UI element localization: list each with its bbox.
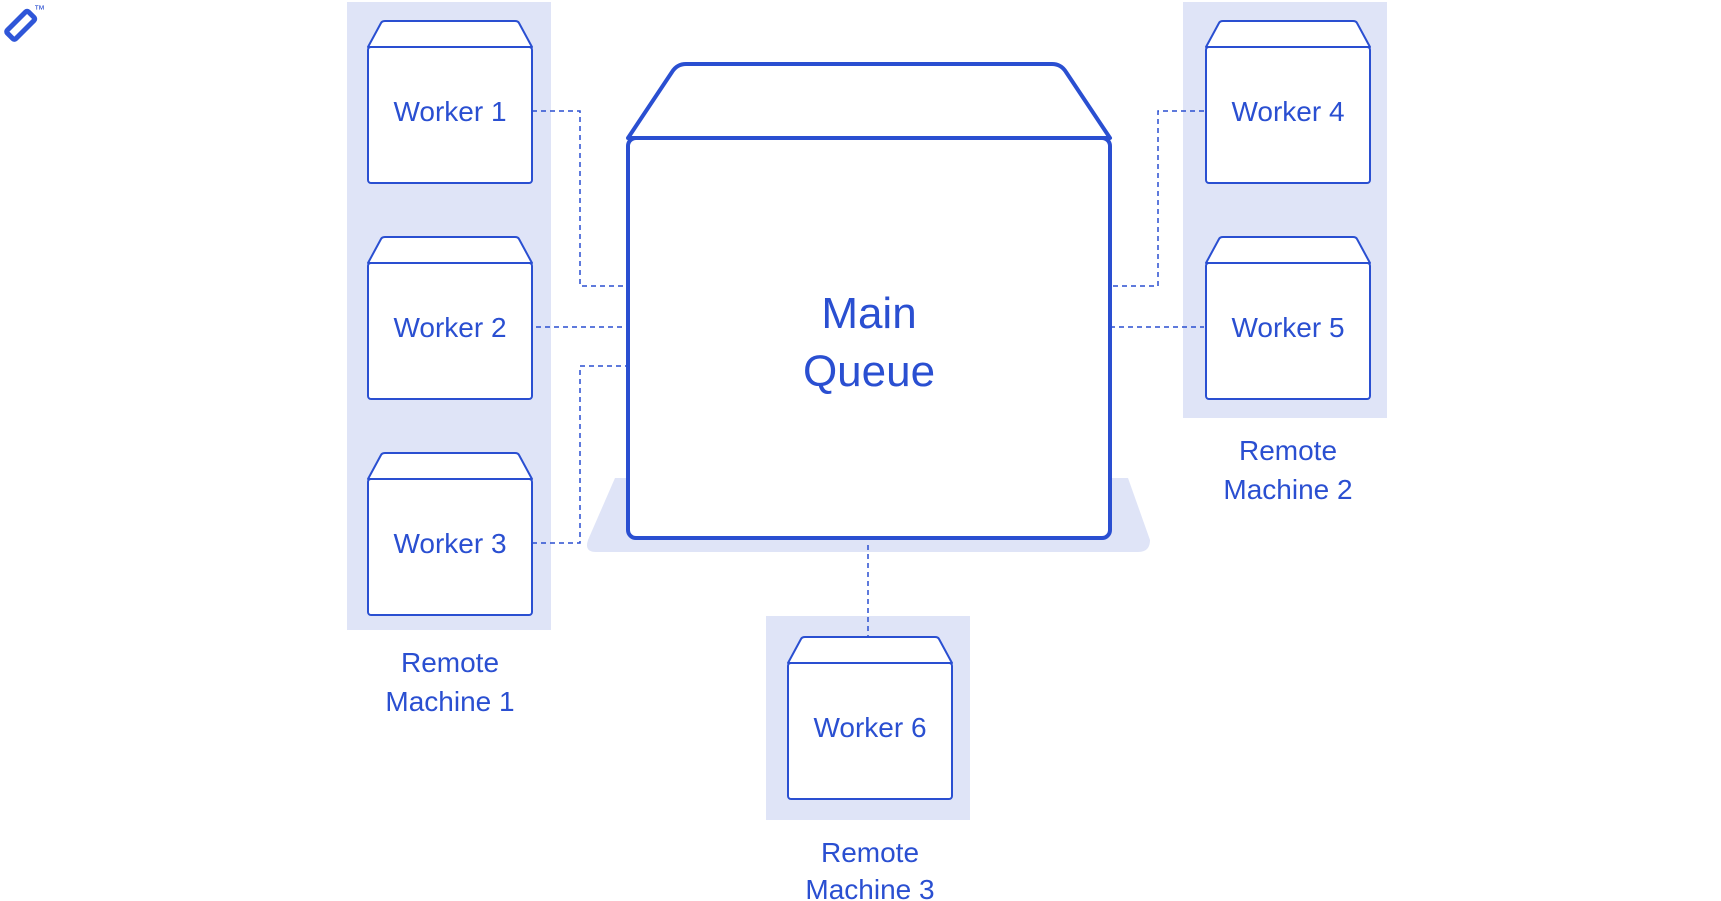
worker-6-box: [787, 636, 953, 800]
worker-6-lid: [787, 636, 953, 664]
main-queue-label-line2: Queue: [803, 347, 935, 396]
remote-machine-1-label-line1: Remote: [401, 647, 499, 678]
toptal-logo-icon: [4, 8, 38, 42]
worker-6-label: Worker 6: [813, 712, 926, 743]
worker-5-body: [1205, 262, 1371, 400]
worker-5-label: Worker 5: [1231, 312, 1344, 343]
worker-2-label: Worker 2: [393, 312, 506, 343]
connectors: [532, 110, 1204, 636]
main-queue-label-line1: Main: [821, 289, 916, 338]
remote-machine-3-label-line2: Machine 3: [805, 874, 934, 901]
worker-1-body: [367, 46, 533, 184]
main-queue-box: [626, 62, 1112, 540]
worker-3-label: Worker 3: [393, 528, 506, 559]
remote-machine-3-label-line1: Remote: [821, 837, 919, 868]
connector-worker-3: [532, 365, 627, 544]
worker-1-label: Worker 1: [393, 96, 506, 127]
worker-4-lid: [1205, 20, 1371, 48]
worker-2-body: [367, 262, 533, 400]
worker-3-body: [367, 478, 533, 616]
worker-4-box: [1205, 20, 1371, 184]
worker-1-box: [367, 20, 533, 184]
brand-logo: ™: [4, 4, 45, 42]
worker-3-box: [367, 452, 533, 616]
worker-2-lid: [367, 236, 533, 264]
remote-machine-1-label-line2: Machine 1: [385, 686, 514, 717]
worker-4-label: Worker 4: [1231, 96, 1344, 127]
remote-machine-2-label-line2: Machine 2: [1223, 474, 1352, 505]
worker-3-lid: [367, 452, 533, 480]
connector-worker-4: [1110, 110, 1204, 287]
connector-worker-1: [532, 110, 627, 287]
trademark-symbol: ™: [34, 4, 45, 16]
worker-5-box: [1205, 236, 1371, 400]
worker-5-lid: [1205, 236, 1371, 264]
worker-2-box: [367, 236, 533, 400]
worker-4-body: [1205, 46, 1371, 184]
main-queue-lid: [626, 62, 1112, 140]
main-queue-body: [626, 136, 1112, 540]
remote-machine-2-label-line1: Remote: [1239, 435, 1337, 466]
worker-1-lid: [367, 20, 533, 48]
worker-6-body: [787, 662, 953, 800]
